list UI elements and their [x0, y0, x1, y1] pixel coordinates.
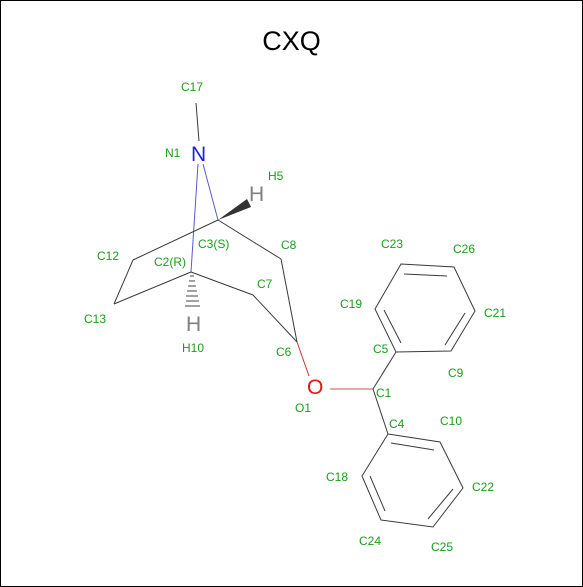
- bond-c12-c13: [113, 259, 134, 305]
- atom-label-c19: C19: [340, 297, 362, 311]
- bond-c3-c8: [217, 219, 282, 260]
- atom-label-c22: C22: [472, 480, 494, 494]
- atom-labels: C17 N1 H5 C3(S) C12 C2(R) C8 C13 C7 H10 …: [84, 80, 506, 554]
- inner-bond-b: [444, 312, 466, 346]
- bond-c1-c5: [372, 351, 397, 390]
- bond-c2-c7: [190, 271, 254, 296]
- bond-n1-c3: [202, 163, 219, 221]
- atom-label-o1: O1: [295, 401, 311, 415]
- diagram-title: CXQ: [262, 26, 321, 56]
- atom-label-c17: C17: [181, 80, 203, 94]
- atom-label-c5: C5: [373, 342, 389, 356]
- bond-c13-c2: [113, 271, 192, 305]
- bond-c8-c6: [280, 258, 298, 343]
- hydrogen-symbol-lower: H: [186, 313, 201, 336]
- bonds: [113, 102, 476, 528]
- bond-n1-c17: [195, 102, 200, 142]
- atom-label-c10: C10: [440, 414, 462, 428]
- atom-label-c1: C1: [376, 386, 392, 400]
- atom-label-n1: N1: [165, 146, 181, 160]
- atom-label-h10: H10: [182, 341, 204, 355]
- atom-label-c23: C23: [381, 237, 403, 251]
- inner-bond-f: [369, 475, 386, 512]
- bond-c1-c4: [372, 388, 389, 435]
- atom-label-c6: C6: [276, 345, 292, 359]
- bond-n1-c2: [190, 163, 199, 273]
- atom-label-c26: C26: [453, 242, 475, 256]
- ring-lower-phenyl: [361, 433, 464, 528]
- nitrogen-symbol: N: [191, 143, 206, 166]
- ring-upper-phenyl: [374, 263, 476, 353]
- atom-label-c18: C18: [326, 470, 348, 484]
- atom-label-c8: C8: [281, 238, 297, 252]
- atom-label-c4: C4: [389, 417, 405, 431]
- atom-label-c7: C7: [257, 277, 273, 291]
- atom-label-c12: C12: [97, 249, 119, 263]
- atom-label-c24: C24: [359, 534, 381, 548]
- atom-label-c3: C3(S): [198, 237, 229, 251]
- inner-bond-a: [403, 273, 448, 277]
- atom-label-c25: C25: [431, 540, 453, 554]
- inner-bond-c: [383, 309, 402, 344]
- atom-label-c21: C21: [484, 306, 506, 320]
- inner-bond-e: [427, 488, 454, 520]
- atom-label-c2: C2(R): [154, 255, 186, 269]
- bond-c6-o1: [296, 341, 310, 377]
- bond-c3-c12: [132, 219, 219, 261]
- wedge-bond-c3-h: [218, 199, 251, 220]
- hash-bond-c2-h: [185, 275, 200, 307]
- hydrogen-symbol-upper: H: [249, 183, 264, 206]
- bond-c7-c6: [252, 294, 298, 343]
- atom-label-h5: H5: [268, 169, 284, 183]
- oxygen-symbol: O: [307, 376, 323, 399]
- atom-label-c9: C9: [448, 366, 464, 380]
- atom-label-c13: C13: [84, 312, 106, 326]
- inner-bond-d: [390, 442, 435, 451]
